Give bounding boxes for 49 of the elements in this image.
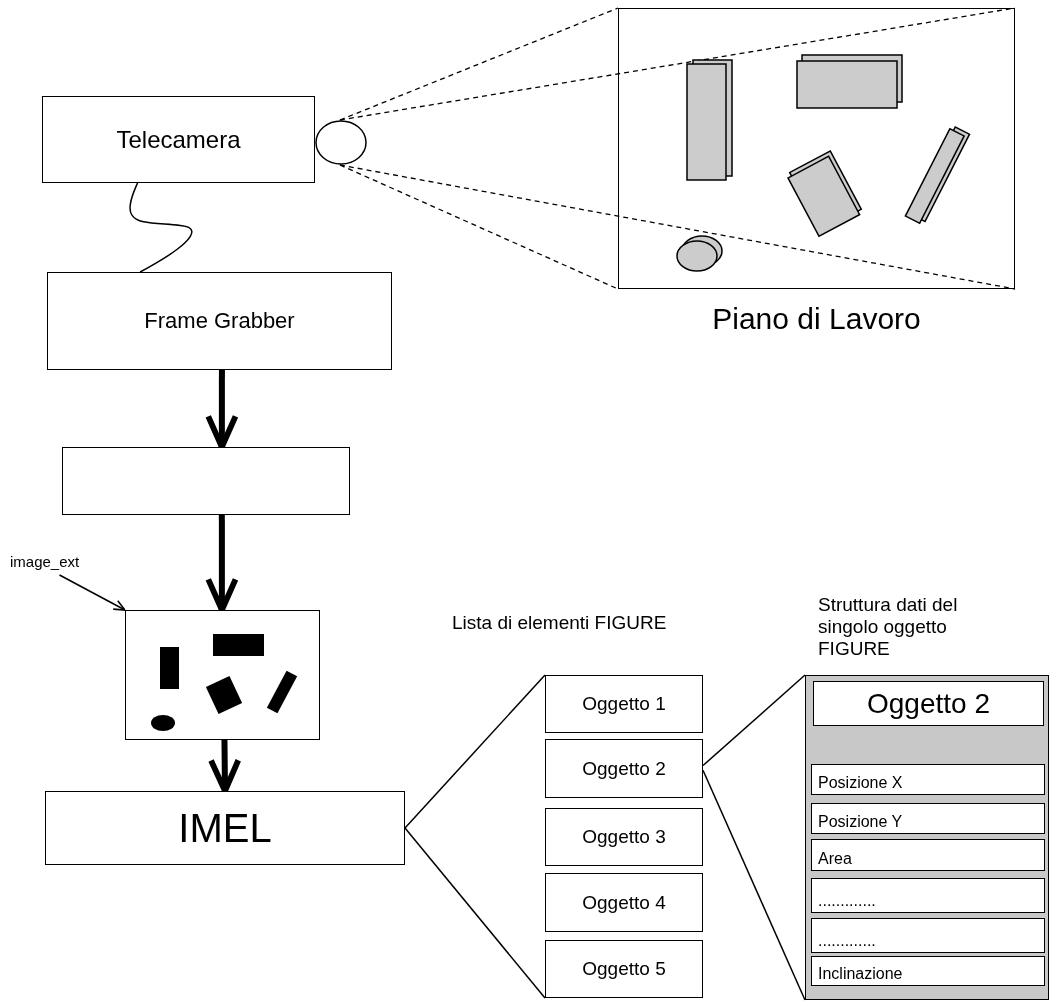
box-label: Telecamera bbox=[116, 125, 241, 154]
field-label: Area bbox=[818, 850, 852, 868]
box-label: Oggetto 1 bbox=[582, 693, 666, 715]
field-box bbox=[813, 681, 1044, 726]
image-frame bbox=[125, 610, 320, 740]
box-label: Oggetto 2 bbox=[867, 687, 990, 720]
list-item-box bbox=[545, 675, 703, 733]
area-caption: Piano di Lavoro bbox=[712, 302, 921, 336]
process-box bbox=[62, 447, 350, 515]
cable-line bbox=[129, 182, 193, 273]
field-box bbox=[811, 918, 1045, 953]
field-box bbox=[811, 803, 1045, 834]
thick-arrow bbox=[205, 370, 239, 450]
lens-circle bbox=[315, 120, 367, 165]
list-item-box bbox=[545, 940, 703, 998]
dashed-line bbox=[339, 164, 619, 290]
process-box bbox=[47, 272, 392, 370]
box-label: Oggetto 5 bbox=[582, 958, 666, 980]
box-label: Frame Grabber bbox=[144, 308, 295, 334]
list-item-box bbox=[545, 808, 703, 866]
box-label: IMEL bbox=[178, 805, 272, 851]
dashed-line bbox=[339, 7, 619, 121]
field-label: Inclinazione bbox=[818, 965, 903, 983]
connector-line bbox=[702, 674, 806, 767]
field-box bbox=[811, 878, 1045, 913]
thick-arrow bbox=[205, 515, 239, 613]
list-heading: Lista di elementi FIGURE bbox=[452, 612, 667, 634]
field-box bbox=[811, 764, 1045, 795]
process-box bbox=[45, 791, 405, 865]
arrow bbox=[58, 574, 126, 611]
box-label: Oggetto 2 bbox=[582, 757, 666, 780]
list-item-box bbox=[545, 739, 703, 798]
callout-text: image_ext bbox=[10, 553, 120, 575]
box-label: Oggetto 4 bbox=[582, 891, 666, 914]
field-label: ............. bbox=[818, 932, 876, 950]
connector-line bbox=[404, 674, 546, 829]
list-item-box bbox=[545, 873, 703, 932]
field-label: Posizione Y bbox=[818, 813, 903, 831]
thick-arrow bbox=[208, 739, 242, 794]
connector-line bbox=[404, 827, 546, 999]
field-label: Posizione X bbox=[818, 774, 903, 792]
connector-line bbox=[702, 769, 806, 1001]
panel-heading: Struttura dati del singolo oggetto FIGURE bbox=[818, 594, 959, 660]
field-box bbox=[811, 839, 1045, 871]
field-label: ............. bbox=[818, 892, 876, 910]
box-label: Oggetto 3 bbox=[582, 826, 666, 848]
dashed-line bbox=[339, 164, 1016, 290]
process-box bbox=[42, 96, 315, 183]
field-box bbox=[811, 956, 1045, 986]
